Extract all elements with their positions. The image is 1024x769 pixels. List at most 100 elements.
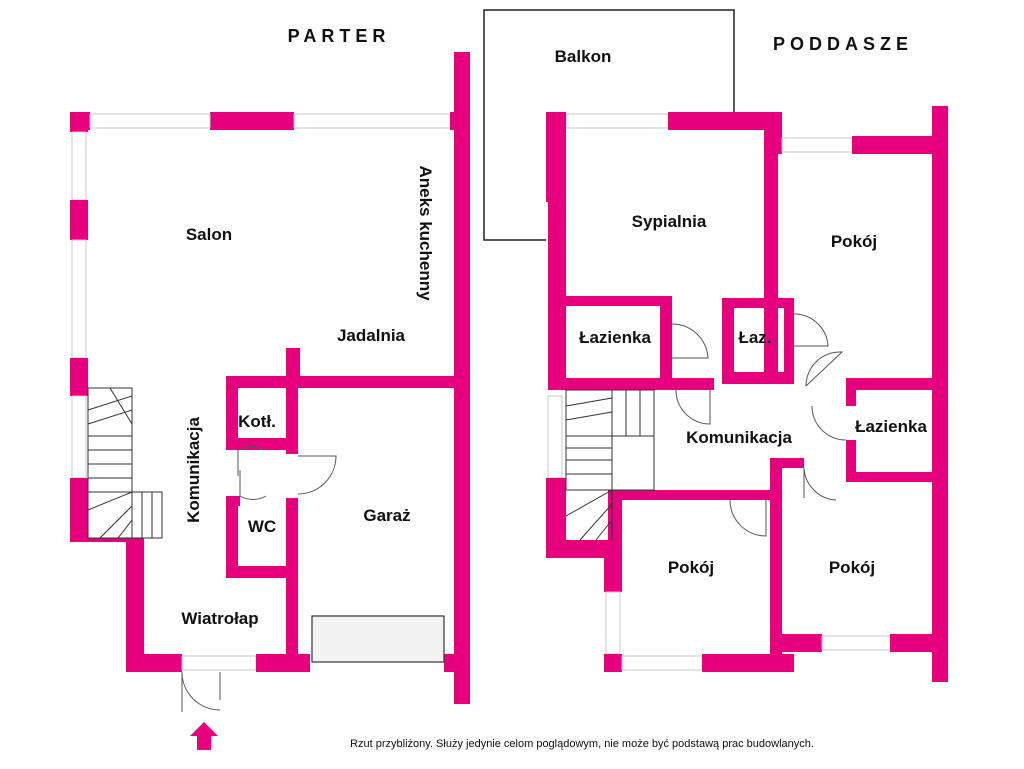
wall: [546, 478, 566, 558]
window: [71, 131, 87, 201]
window: [605, 591, 621, 655]
door-swing: [805, 351, 844, 387]
wall: [764, 130, 778, 382]
wall: [784, 298, 794, 382]
room-label-bathroom-left: Łazienka: [579, 328, 651, 347]
wall: [256, 654, 310, 672]
room-label-garage: Garaż: [363, 506, 410, 525]
wall: [846, 390, 856, 406]
wall: [660, 296, 672, 382]
room-label-room-top-right: Pokój: [831, 232, 877, 251]
room-label-wc: WC: [248, 517, 276, 536]
window: [547, 395, 563, 479]
wall: [226, 566, 292, 578]
room-label-balcony: Balkon: [555, 47, 612, 66]
wall: [226, 376, 238, 450]
wall: [286, 376, 456, 388]
wall: [226, 438, 286, 450]
door-swing: [793, 313, 829, 347]
wall: [668, 112, 776, 130]
wall: [846, 378, 936, 390]
wall: [846, 440, 856, 482]
window: [781, 137, 853, 153]
room-label-dining: Jadalnia: [337, 326, 406, 345]
door-swing: [803, 467, 837, 501]
wall: [770, 458, 782, 654]
room-label-room-bottom-left: Pokój: [668, 558, 714, 577]
wall: [444, 654, 470, 672]
wall: [226, 496, 238, 578]
wall: [210, 112, 294, 130]
window: [89, 113, 211, 129]
wall: [548, 200, 566, 390]
wall: [70, 478, 88, 540]
attic-plan: [483, 9, 948, 682]
wall: [70, 112, 88, 132]
wall: [604, 654, 622, 672]
room-label-hallway-ground: Komunikacja: [184, 417, 203, 523]
room-label-bathroom-right: Łazienka: [855, 417, 927, 436]
entrance-door-swing: [181, 671, 221, 712]
door-swing: [297, 455, 337, 495]
ground-floor-plan: [70, 52, 470, 712]
door-swing: [675, 389, 711, 425]
wall: [70, 200, 88, 240]
wall: [450, 112, 454, 130]
wall: [226, 496, 240, 506]
attic-header: PODDASZE: [773, 34, 913, 54]
garage-door: [311, 615, 445, 663]
window: [293, 113, 451, 129]
wall: [722, 372, 794, 384]
door-swing: [671, 323, 709, 359]
entrance-door-frame: [181, 655, 257, 671]
footer-note: Rzut przybliżony. Służy jedynie celom po…: [350, 738, 814, 750]
wall: [846, 472, 936, 482]
wall: [722, 298, 794, 308]
staircase: [87, 387, 163, 539]
wall: [852, 136, 934, 154]
window: [565, 113, 669, 129]
wall: [770, 458, 804, 468]
wall: [70, 358, 88, 396]
room-label-boiler: Kotł.: [238, 412, 276, 431]
door-swing: [237, 446, 265, 476]
door-swing: [239, 470, 267, 500]
balcony-outline: [483, 9, 735, 241]
wall: [776, 634, 822, 652]
wall: [286, 388, 298, 454]
room-label-room-bottom-right: Pokój: [829, 558, 875, 577]
wall: [890, 634, 936, 652]
wall: [932, 106, 948, 682]
door-swing: [811, 405, 847, 441]
room-label-vestibule: Wiatrołap: [181, 609, 258, 628]
room-label-bathroom-small: Łaz.: [738, 328, 771, 347]
entrance-arrow-icon: [190, 722, 218, 750]
wall: [564, 378, 714, 390]
window: [621, 655, 703, 671]
wall: [70, 538, 126, 542]
wall: [722, 298, 734, 384]
room-label-kitchenette: Aneks kuchenny: [416, 165, 435, 301]
wall: [608, 490, 772, 500]
room-label-bedroom: Sypialnia: [632, 212, 707, 231]
window: [821, 635, 891, 651]
wall: [702, 654, 794, 672]
window: [71, 395, 87, 479]
room-label-hallway-attic: Komunikacja: [686, 428, 792, 447]
wall: [564, 296, 672, 306]
room-label-living-room: Salon: [186, 225, 232, 244]
wall: [546, 112, 566, 202]
wall: [608, 490, 622, 542]
wall: [286, 498, 298, 672]
wall: [546, 540, 620, 558]
window: [71, 239, 87, 359]
staircase: [565, 389, 655, 541]
door-swing: [729, 499, 767, 537]
wall: [454, 52, 470, 704]
wall: [126, 654, 182, 672]
wall: [604, 540, 622, 592]
ground-floor-header: PARTER: [288, 26, 391, 46]
wall: [226, 376, 298, 388]
wall: [126, 538, 144, 672]
